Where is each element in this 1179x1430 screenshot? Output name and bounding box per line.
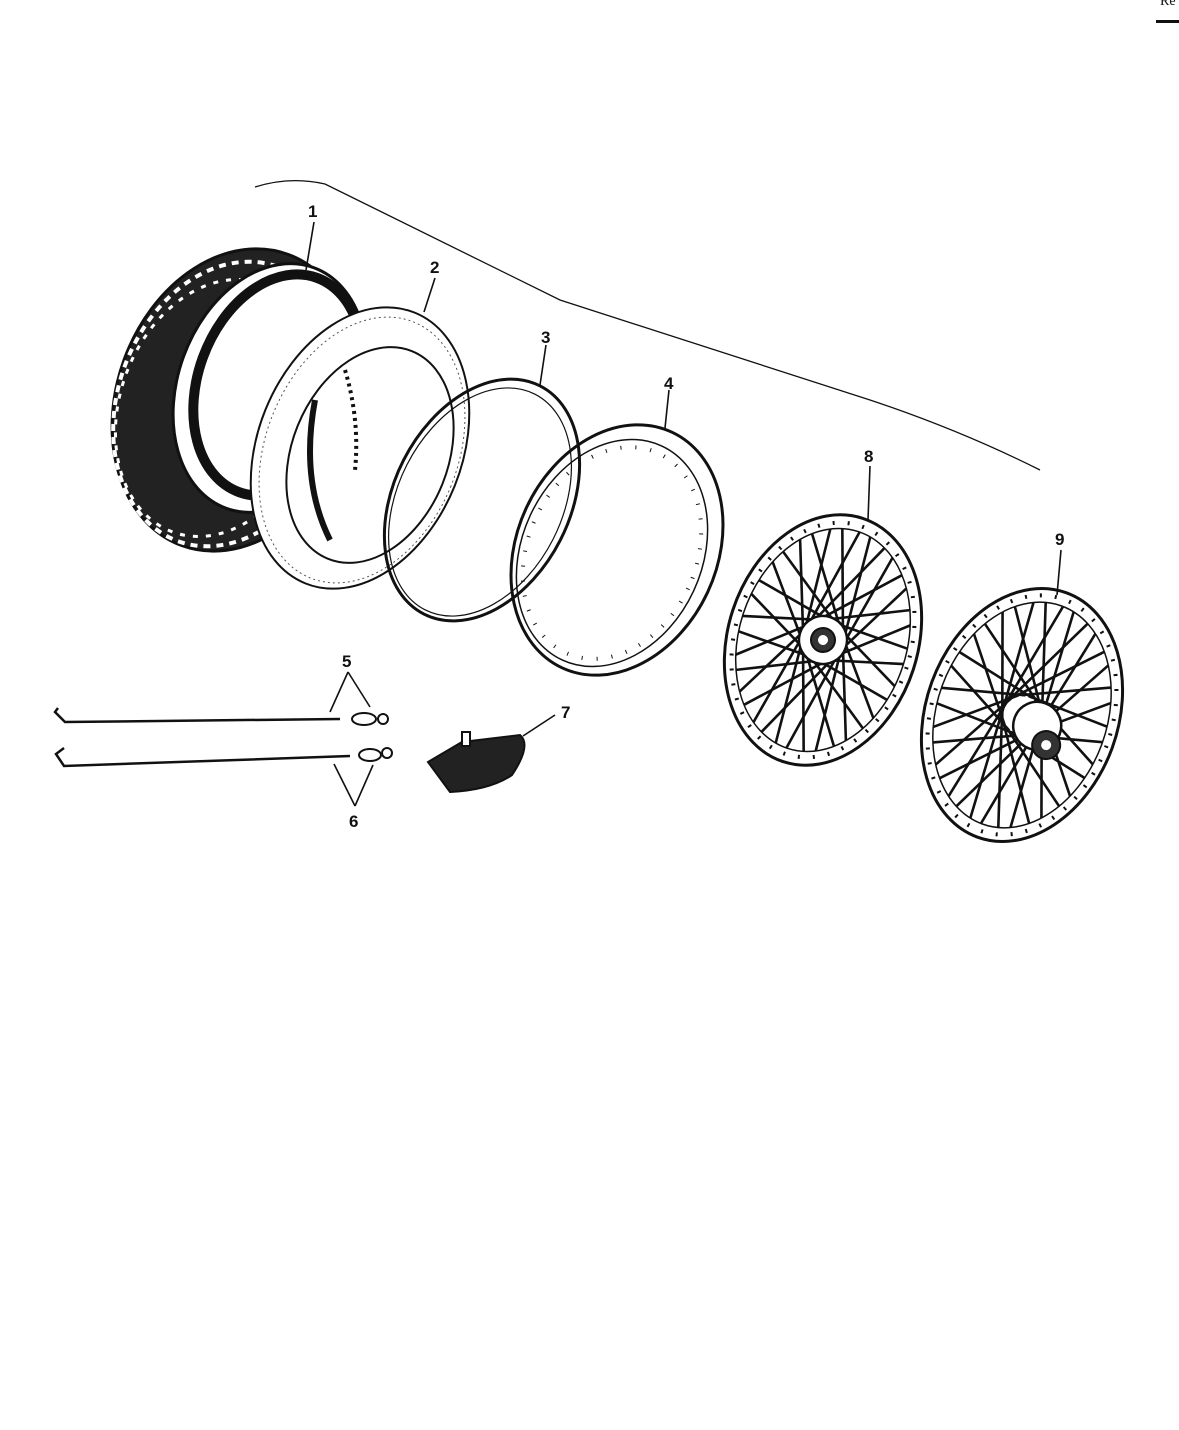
spoke-line — [1003, 605, 1065, 706]
rim-band-icon — [382, 377, 582, 623]
spoke-line — [941, 686, 1026, 697]
spoke-line — [939, 732, 1030, 780]
spoke-line — [803, 647, 836, 747]
spoke-and-nipple-icon — [54, 747, 393, 768]
spoke-line — [1008, 622, 1089, 701]
callout-3: 3 — [541, 328, 550, 347]
spoke-line — [774, 633, 806, 744]
rim-icon — [509, 423, 725, 677]
spoke-line — [958, 650, 1033, 699]
callout-4: 4 — [664, 374, 674, 393]
spoke-line — [969, 707, 1005, 819]
spoke-line — [932, 694, 1019, 729]
balance-weight-icon — [426, 731, 526, 794]
spoke-line — [785, 648, 842, 749]
callout-5: 5 — [342, 652, 351, 671]
spoke-line — [947, 701, 1008, 797]
spoke-and-nipple-icon — [53, 707, 389, 726]
spoke-line — [1001, 721, 1031, 824]
spoke-line — [841, 528, 845, 640]
corner-page-ref: Re — [1160, 0, 1176, 9]
callout-2: 2 — [430, 258, 439, 277]
spoke-line — [983, 623, 1039, 703]
callout-9: 9 — [1055, 530, 1064, 549]
spoked-wheel-icon — [722, 513, 924, 767]
spoke-line — [934, 696, 1013, 766]
spoke-line — [1005, 727, 1061, 807]
spoke-line — [996, 714, 1004, 828]
tube-icon — [249, 306, 471, 590]
callout-7: 7 — [561, 703, 570, 722]
spoke-line — [1040, 602, 1048, 716]
spoke-line — [760, 653, 838, 733]
callout-6: 6 — [349, 812, 358, 831]
spoke-line — [807, 652, 864, 730]
corner-rule — [1156, 20, 1179, 23]
spoke-line — [1013, 606, 1043, 709]
callout-8: 8 — [864, 447, 873, 466]
spoke-line — [804, 531, 861, 632]
spoke-line — [808, 547, 886, 627]
grouping-bracket-line — [254, 179, 1041, 471]
leader-lines — [305, 221, 1062, 807]
spoke-line — [782, 550, 839, 628]
callout-1: 1 — [308, 202, 317, 221]
spoke-line — [810, 533, 843, 633]
spoke-line — [814, 642, 845, 752]
spoked-wheel-icon — [919, 587, 1125, 843]
spoke-line — [1014, 650, 1105, 698]
spoke-line — [801, 640, 805, 752]
